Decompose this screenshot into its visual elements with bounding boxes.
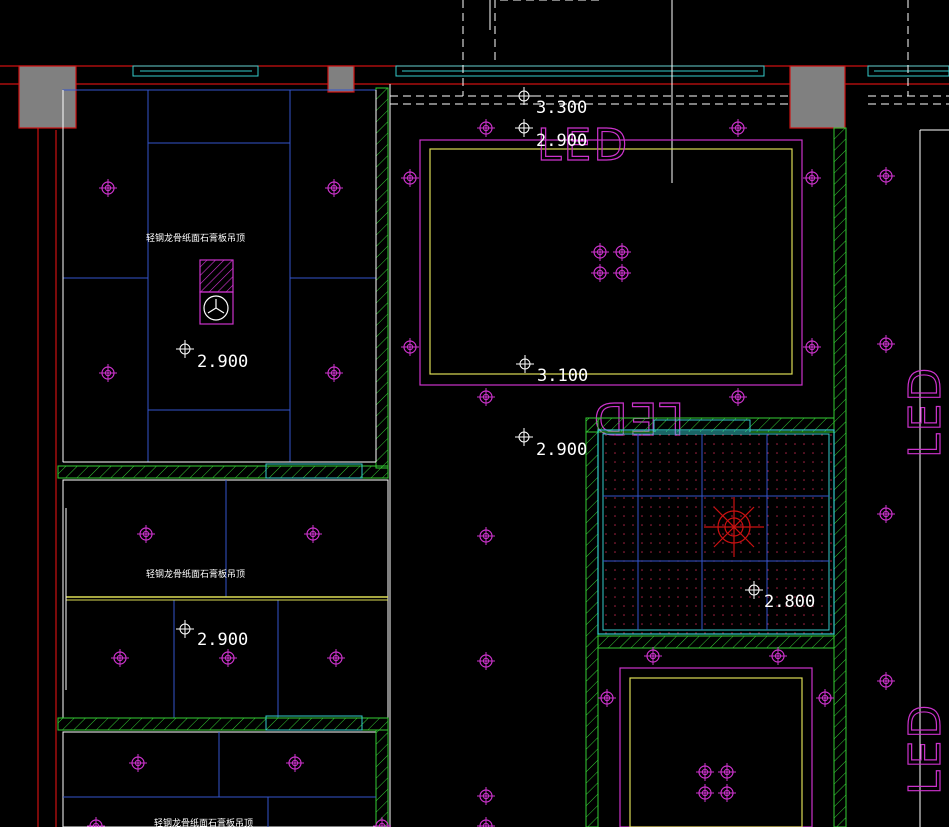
elevation-marker-icon <box>176 340 194 358</box>
downlight-icon <box>877 335 895 353</box>
downlight-icon <box>803 338 821 356</box>
downlight-icon <box>729 388 747 406</box>
downlight-icon <box>99 364 117 382</box>
elevation-marker-icon <box>515 119 533 137</box>
downlight-icon <box>477 787 495 805</box>
downlight-icon <box>219 649 237 667</box>
downlight-icon <box>598 689 616 707</box>
downlight-group <box>87 119 895 827</box>
downlight-icon <box>718 763 736 781</box>
elevation-marker-icon <box>515 87 533 105</box>
windows <box>132 65 949 77</box>
downlight-icon <box>477 652 495 670</box>
elevation-text-1: 3.300 <box>536 98 587 118</box>
led-label-right-upper: LED <box>900 366 949 458</box>
downlight-icon <box>613 264 631 282</box>
downlight-icon <box>729 119 747 137</box>
ceiling-note-room1: 轻钢龙骨纸面石膏板吊顶 <box>146 232 245 244</box>
led-label-top: LED <box>537 120 629 171</box>
ceiling-fixture-icon <box>704 497 764 557</box>
elevation-text-7: 2.800 <box>764 592 815 612</box>
downlight-icon <box>99 179 117 197</box>
downlight-icon <box>877 505 895 523</box>
downlight-icon <box>477 817 495 827</box>
downlight-icon <box>327 649 345 667</box>
elevation-text-3: 2.900 <box>197 352 248 372</box>
exhaust-fan-icon <box>199 291 234 325</box>
elevation-marker-icon <box>515 428 533 446</box>
elevation-marker-icon <box>745 581 763 599</box>
ceiling-note-room3: 轻钢龙骨纸面石膏板吊顶 <box>154 817 253 827</box>
downlight-icon <box>325 364 343 382</box>
downlight-icon <box>613 243 631 261</box>
downlight-icon <box>87 817 105 827</box>
downlight-icon <box>591 264 609 282</box>
downlight-icon <box>718 784 736 802</box>
led-label-right-lower: LED <box>900 703 949 795</box>
room-3 <box>62 729 389 827</box>
downlight-icon <box>129 754 147 772</box>
downlight-icon <box>477 527 495 545</box>
room-1 <box>57 87 389 479</box>
lower-right-room <box>619 667 813 827</box>
structural-columns <box>18 65 846 129</box>
elevation-text-6: 2.900 <box>197 630 248 650</box>
elevation-text-5: 2.900 <box>536 440 587 460</box>
downlight-icon <box>286 754 304 772</box>
downlight-icon <box>401 169 419 187</box>
downlight-icon <box>304 525 322 543</box>
dashed-reference-lines <box>390 0 949 105</box>
downlight-icon <box>111 649 129 667</box>
downlight-icon <box>591 243 609 261</box>
downlight-icon <box>644 647 662 665</box>
downlight-icon <box>477 119 495 137</box>
elevation-text-4: 3.100 <box>537 366 588 386</box>
downlight-icon <box>401 338 419 356</box>
downlight-icon <box>769 647 787 665</box>
downlight-icon <box>696 763 714 781</box>
downlight-icon <box>696 784 714 802</box>
downlight-icon <box>137 525 155 543</box>
downlight-icon <box>877 672 895 690</box>
downlight-icon <box>325 179 343 197</box>
elevation-marker-icon <box>516 355 534 373</box>
room-2 <box>57 463 389 731</box>
elevation-text-2: 2.900 <box>536 131 587 151</box>
downlight-icon <box>803 169 821 187</box>
downlight-icon <box>877 167 895 185</box>
downlight-icon <box>816 689 834 707</box>
downlight-icon <box>373 817 391 827</box>
downlight-icon <box>477 388 495 406</box>
ceiling-note-room2: 轻钢龙骨纸面石膏板吊顶 <box>146 568 245 580</box>
elevation-marker-icon <box>176 620 194 638</box>
bathroom-ceiling <box>585 417 835 827</box>
leader-lines <box>489 0 949 827</box>
elevation-marker-group <box>176 87 763 638</box>
